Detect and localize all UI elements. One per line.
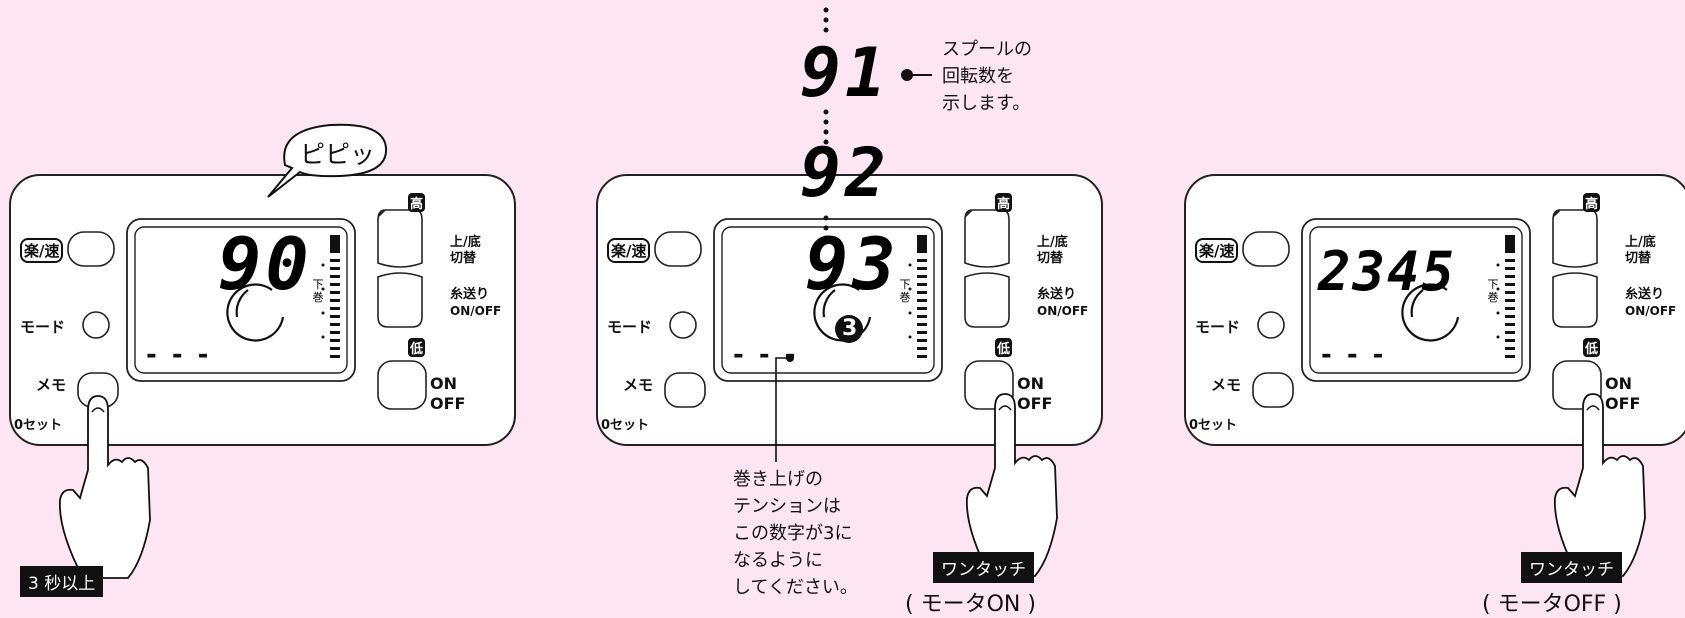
power-off-label: OFF [430, 394, 466, 413]
updown-label-2-3: 切替 [1625, 251, 1652, 266]
thread-label-2: ON/OFF [450, 304, 502, 318]
step2-sub-caption: ( モータON ) [905, 592, 1036, 617]
updown-label-1-3: 上/底 [1625, 235, 1656, 250]
thread-label-2-3: ON/OFF [1625, 304, 1677, 318]
dashes-3: - - - [1321, 340, 1387, 370]
updown-label-1-2: 上/底 [1037, 235, 1068, 250]
low-label-3: 低 [1583, 338, 1601, 357]
tension-digit: 3 [842, 316, 858, 341]
spool-count-top: 91 [800, 34, 890, 113]
memo-label-2: メモ [623, 376, 654, 394]
count-dots [823, 7, 829, 241]
high-label: 高 [408, 193, 426, 212]
mode-label: モード [20, 318, 66, 336]
memo-label: メモ [36, 376, 67, 394]
thread-label-1: 糸送り [450, 287, 490, 302]
step3-sub-caption: ( モータOFF ) [1482, 592, 1622, 617]
step3-caption: ワンタッチ [1521, 552, 1622, 583]
speech-bubble [267, 123, 388, 198]
high-label-2: 高 [995, 193, 1013, 212]
lower-wind-label-2: 下巻 [899, 278, 911, 304]
power-off-label-3: OFF [1605, 394, 1641, 413]
thread-label-1-2: 糸送り [1037, 287, 1077, 302]
updown-label-2-2: 切替 [1037, 251, 1064, 266]
dashes-2: - - - [733, 340, 799, 370]
high-label-3: 高 [1583, 193, 1601, 212]
power-on-label-3: ON [1605, 374, 1632, 393]
tension-digit-bg [835, 315, 863, 343]
power-on-label: ON [430, 374, 457, 393]
lower-wind-label-3: 下巻 [1487, 278, 1499, 304]
low-label: 低 [408, 338, 426, 357]
updown-label-1: 上/底 [450, 235, 481, 250]
mode-label-2: モード [607, 318, 653, 336]
memo-label-3: メモ [1211, 376, 1242, 394]
speed-button-label-2[interactable]: 楽/速 [607, 238, 651, 263]
bubble-text: ピピッ [300, 140, 376, 169]
display-number-2: 93 [805, 222, 900, 306]
dashes: - - - [146, 340, 212, 370]
spool-note: スプールの 回転数を 示します。 [942, 39, 1032, 114]
zero-set-label: 0セット [14, 418, 63, 433]
thread-label-1-3: 糸送り [1625, 287, 1665, 302]
display-number-1: 90 [218, 222, 313, 306]
step2-caption: ワンタッチ [933, 552, 1034, 583]
mode-label-3: モード [1195, 318, 1241, 336]
tension-note: 巻き上げの テンションは この数字が3に なるように してください。 [733, 469, 858, 598]
speed-button-label-3[interactable]: 楽/速 [1195, 238, 1239, 263]
lower-wind-label: 下巻 [312, 278, 324, 304]
display-number-3: 2345 [1318, 240, 1457, 303]
power-on-label-2: ON [1017, 374, 1044, 393]
spool-count-mid: 92 [800, 134, 890, 213]
step1-caption: 3 秒以上 [20, 566, 104, 597]
low-label-2: 低 [995, 338, 1013, 357]
zero-set-label-3: 0セット [1189, 418, 1238, 433]
power-off-label-2: OFF [1017, 394, 1053, 413]
thread-label-2-2: ON/OFF [1037, 304, 1089, 318]
zero-set-label-2: 0セット [601, 418, 650, 433]
updown-label-2: 切替 [450, 251, 477, 266]
speed-button-label[interactable]: 楽/速 [20, 238, 64, 263]
